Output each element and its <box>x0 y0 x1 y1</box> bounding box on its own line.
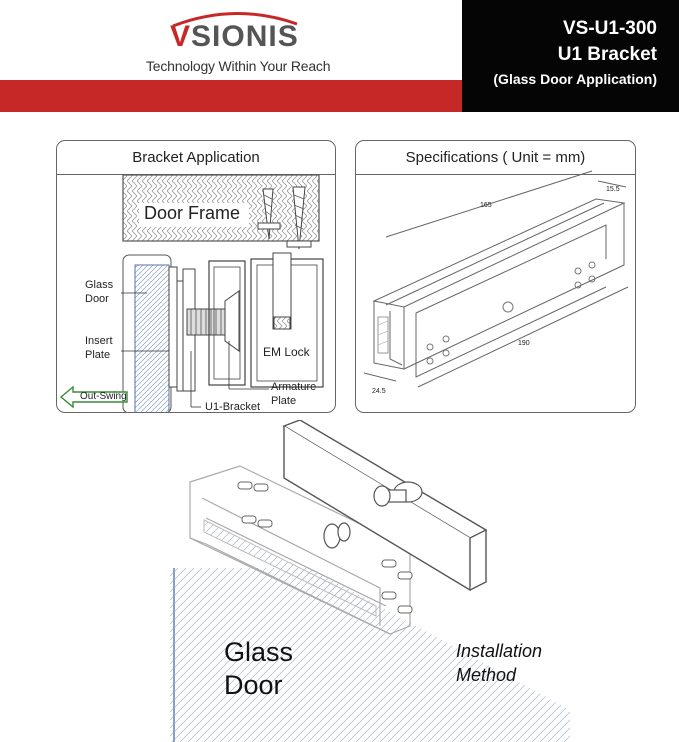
spec-diagram <box>363 170 629 388</box>
out-swing-label: Out-Swing <box>80 391 127 402</box>
armature-plate-label-2: Plate <box>271 395 297 407</box>
tagline: Technology Within Your Reach <box>146 58 331 74</box>
red-band <box>0 80 462 112</box>
insert-plate-label-2: Plate <box>85 349 111 361</box>
installation-label: Installation <box>456 641 543 661</box>
specifications-title: Specifications ( Unit = mm) <box>356 141 635 175</box>
bracket-diagram <box>59 174 324 412</box>
header: VSIONIS Technology Within Your Reach VS-… <box>0 0 679 112</box>
logo-swoosh-icon <box>172 12 298 28</box>
dim-height: 24.5 <box>372 388 386 395</box>
method-label: Method <box>456 665 517 685</box>
glass-door-label-2: Door <box>85 293 109 305</box>
bracket-application-panel: Bracket Application <box>56 140 336 413</box>
installation-diagram <box>170 420 570 742</box>
dim-depth: 15.5 <box>606 186 620 193</box>
brand-name: SIONIS <box>191 20 299 53</box>
product-name: U1 Bracket <box>557 44 657 65</box>
title-box: VS-U1-300 U1 Bracket (Glass Door Applica… <box>462 0 679 112</box>
glass-door-label-1: Glass <box>85 279 114 291</box>
glass-label: Glass <box>224 637 294 667</box>
out-swing-arrow-icon <box>59 385 128 409</box>
u1-bracket-label: U1-Bracket <box>205 401 261 413</box>
dim-length-top: 165 <box>480 202 492 209</box>
em-lock-label: EM Lock <box>263 345 310 359</box>
dim-length-bottom: 190 <box>518 340 530 347</box>
door-frame-label: Door Frame <box>144 203 241 223</box>
application-type: (Glass Door Application) <box>493 71 657 87</box>
model-number: VS-U1-300 <box>563 18 657 39</box>
door-label: Door <box>224 670 283 700</box>
specifications-panel: Specifications ( Unit = mm) <box>355 140 636 413</box>
brand-logo: VSIONIS <box>170 20 299 54</box>
insert-plate-label-1: Insert <box>85 335 113 347</box>
brand-initial: V <box>170 20 192 53</box>
installation-drawing: Glass Door Installation Method <box>150 420 570 742</box>
logo-area: VSIONIS Technology Within Your Reach <box>0 0 462 80</box>
armature-plate-label-1: Armature <box>271 381 317 393</box>
